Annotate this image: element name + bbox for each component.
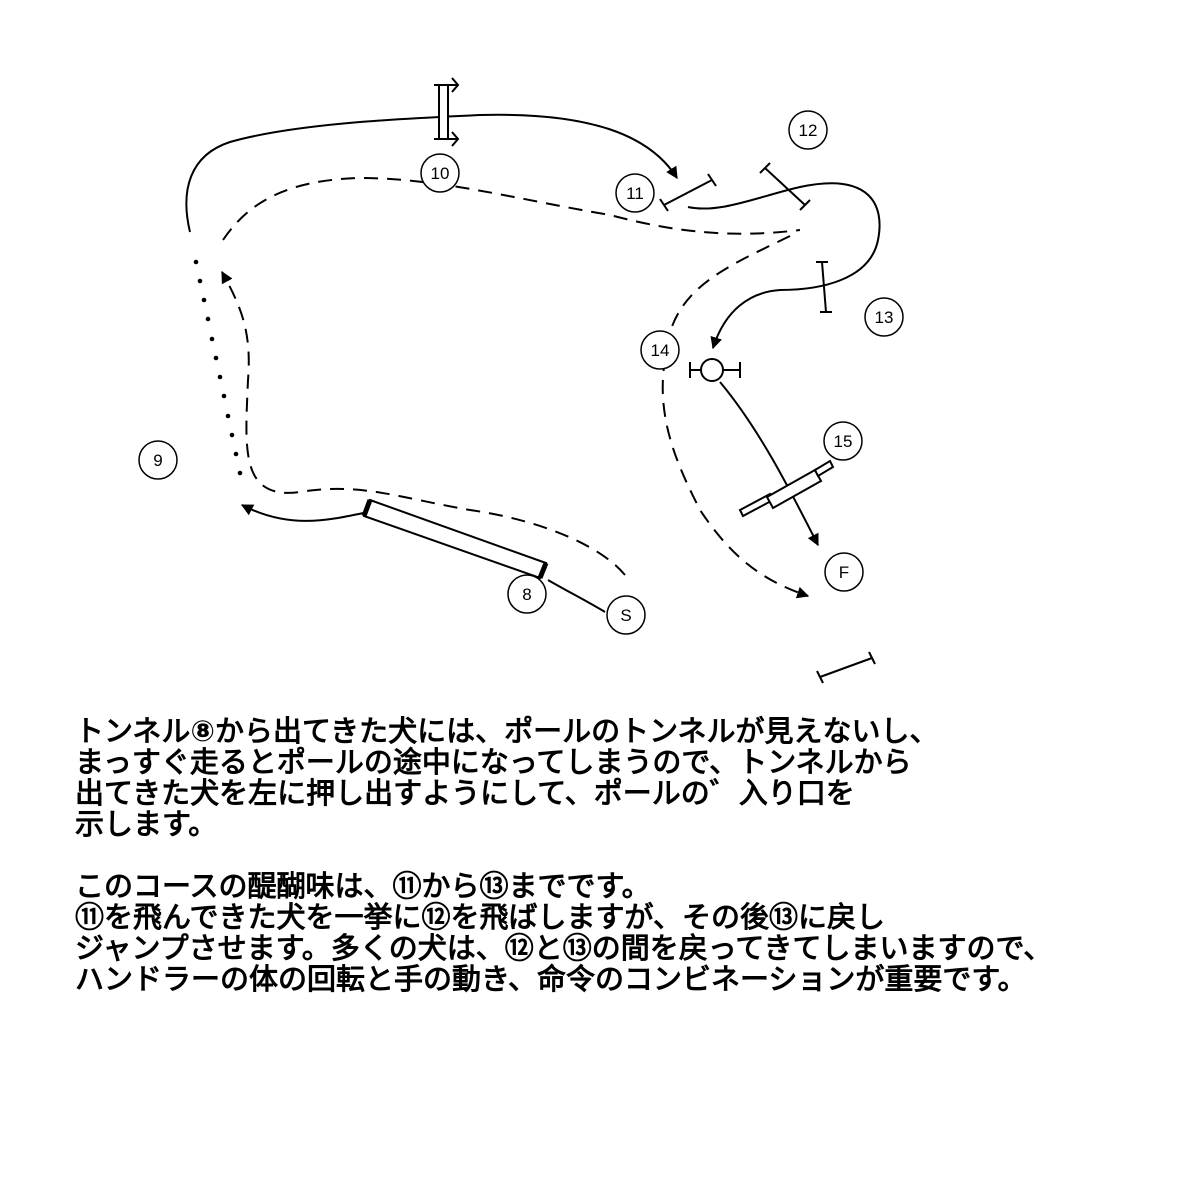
svg-text:13: 13 — [875, 308, 894, 327]
svg-text:10: 10 — [431, 164, 450, 183]
path-tunnel-exit — [240, 504, 369, 522]
svg-text:8: 8 — [522, 585, 531, 604]
marker-start: S — [606, 595, 646, 635]
path-14-to-finish — [719, 381, 819, 547]
tunnel-8 — [361, 498, 549, 580]
jump-12 — [759, 162, 811, 211]
note-line: ハンドラーの体の回転と手の動き、命令のコンビネーションが重要です。 — [75, 962, 1027, 996]
weave-poles — [193, 259, 243, 476]
note-line: ジャンプさせます。多くの犬は、⑫と⑬の間を戻ってきてしまいますので、 — [75, 931, 1053, 965]
tire-jump-14 — [689, 358, 741, 382]
jump-13 — [816, 261, 832, 313]
dog-path-weave-to-11 — [222, 176, 801, 241]
path-9-to-11 — [185, 113, 678, 233]
marker-obstacle-14: 14 — [640, 330, 680, 370]
marker-obstacle-15: 15 — [823, 421, 863, 461]
path-11-to-13 — [687, 182, 881, 350]
marker-obstacle-10: 10 — [420, 153, 460, 193]
note-line: このコースの醍醐味は、⑪から⑬までです。 — [75, 869, 651, 903]
svg-text:12: 12 — [799, 121, 818, 140]
svg-text:S: S — [620, 606, 631, 625]
note-line: トンネル⑧から出てきた犬には、ポールのトンネルが見えないし、 — [75, 714, 939, 748]
jump-bottom — [816, 651, 876, 684]
jump-10-double — [434, 77, 460, 147]
svg-text:F: F — [839, 563, 849, 582]
svg-text:11: 11 — [626, 184, 644, 203]
svg-text:15: 15 — [834, 432, 853, 451]
marker-obstacle-13: 13 — [864, 297, 904, 337]
note-line: 出てきた犬を左に押し出すようにして、ポールの゛入り口を — [75, 776, 855, 810]
marker-obstacle-12: 12 — [788, 110, 828, 150]
course-notes: トンネル⑧から出てきた犬には、ポールのトンネルが見えないし、 まっすぐ走るとポー… — [75, 716, 1175, 995]
svg-text:14: 14 — [651, 341, 670, 360]
note-line: まっすぐ走るとポールの途中になってしまうので、トンネルから — [75, 745, 912, 779]
marker-obstacle-8: 8 — [507, 574, 547, 614]
dog-path-tunnel-to-weave — [221, 270, 626, 576]
jump-11 — [659, 173, 717, 212]
svg-text:9: 9 — [153, 451, 162, 470]
paragraph-gap — [75, 840, 1175, 871]
agility-course-diagram: 8 9 10 11 12 13 14 15 — [138, 77, 904, 684]
obstacle-15-jump — [738, 459, 835, 518]
marker-finish: F — [824, 552, 864, 592]
note-line: ⑪を飛んできた犬を一挙に⑫を飛ばしますが、その後⑬に戻し — [75, 900, 885, 934]
path-start-to-tunnel — [547, 579, 606, 613]
note-line: 示します。 — [75, 807, 218, 841]
marker-obstacle-11: 11 — [615, 173, 655, 213]
marker-obstacle-9: 9 — [138, 440, 178, 480]
